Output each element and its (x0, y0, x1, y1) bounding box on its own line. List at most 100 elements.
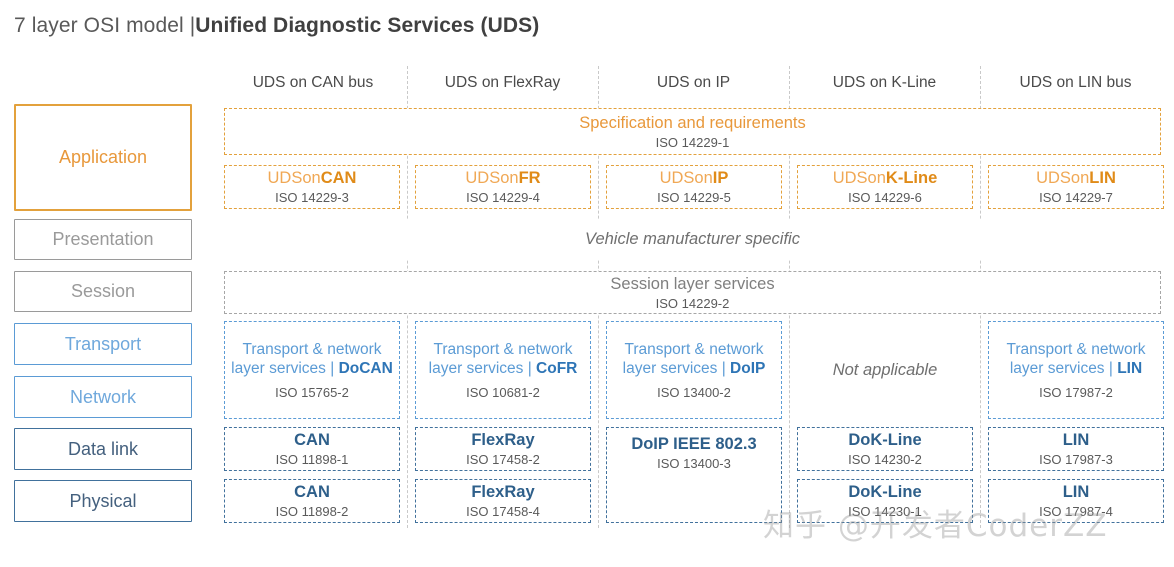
osi-layer-network-label: Network (69, 386, 136, 407)
osi-layer-application-label: Application (58, 147, 148, 167)
osi-layer-application[interactable]: Application (14, 104, 192, 211)
osi-layer-datalink-label: Data link (67, 438, 139, 459)
transport-cofr-iso: ISO 10681-2 (466, 384, 540, 400)
column-header-kline: UDS on K-Line (832, 74, 937, 91)
cell-udson-fr[interactable]: UDSonFR ISO 14229-4 (415, 165, 591, 209)
udson-can-iso: ISO 14229-3 (275, 190, 349, 205)
transport-lin-prefix: Transport & network layer services | (1006, 340, 1146, 377)
cell-datalink-can[interactable]: CAN ISO 11898-1 (224, 427, 400, 471)
osi-layer-network[interactable]: Network (14, 376, 192, 418)
udson-kline-prefix: UDSon (832, 169, 886, 187)
physical-can-iso: ISO 11898-2 (275, 504, 349, 519)
datalink-lin-name: LIN (1062, 431, 1090, 449)
transport-doip-prefix: Transport & network layer services | (622, 340, 764, 377)
osi-layer-physical[interactable]: Physical (14, 480, 192, 522)
specification-and-requirements-cell[interactable]: Specification and requirements ISO 14229… (224, 108, 1161, 155)
cell-datalink-flexray[interactable]: FlexRay ISO 17458-2 (415, 427, 591, 471)
cell-transport-lin[interactable]: Transport & network layer services | LIN… (988, 321, 1164, 419)
session-layer-services-cell[interactable]: Session layer services ISO 14229-2 (224, 271, 1161, 314)
transport-lin-suffix: LIN (1117, 359, 1143, 377)
transport-cofr-prefix: Transport & network layer services | (428, 340, 573, 377)
transport-docan-title: Transport & network layer services | DoC… (225, 340, 399, 378)
transport-docan-suffix: DoCAN (338, 359, 393, 377)
cell-datalink-physical-doip[interactable]: DoIP IEEE 802.3 ISO 13400-3 (606, 427, 782, 523)
cell-transport-not-applicable: Not applicable (797, 321, 973, 419)
cell-physical-lin[interactable]: LIN ISO 17987-4 (988, 479, 1164, 523)
specification-iso: ISO 14229-1 (655, 134, 730, 150)
cell-udson-lin[interactable]: UDSonLIN ISO 14229-7 (988, 165, 1164, 209)
udson-can-title: UDSonCAN (268, 168, 357, 188)
doip-ieee-name: DoIP IEEE 802.3 (631, 435, 757, 453)
cell-datalink-dokline[interactable]: DoK-Line ISO 14230-2 (797, 427, 973, 471)
physical-dokline-iso: ISO 14230-1 (848, 504, 922, 519)
osi-layer-presentation-label: Presentation (52, 229, 154, 249)
column-header-can: UDS on CAN bus (252, 74, 374, 91)
not-applicable-text: Not applicable (832, 360, 938, 379)
datalink-can-name: CAN (294, 431, 330, 449)
cell-physical-dokline[interactable]: DoK-Line ISO 14230-1 (797, 479, 973, 523)
cell-physical-can[interactable]: CAN ISO 11898-2 (224, 479, 400, 523)
page-title: 7 layer OSI model |Unified Diagnostic Se… (14, 14, 539, 38)
udson-can-prefix: UDSon (267, 169, 321, 187)
session-layer-services-iso: ISO 14229-2 (655, 295, 730, 311)
udson-kline-title: UDSonK-Line (833, 168, 938, 188)
cell-transport-doip[interactable]: Transport & network layer services | DoI… (606, 321, 782, 419)
physical-can-name: CAN (294, 483, 330, 501)
datalink-dokline-iso: ISO 14230-2 (848, 452, 922, 467)
cell-udson-ip[interactable]: UDSonIP ISO 14229-5 (606, 165, 782, 209)
transport-doip-suffix: DoIP (730, 359, 766, 377)
vehicle-manufacturer-specific-text: Vehicle manufacturer specific (585, 230, 800, 248)
transport-lin-title: Transport & network layer services | LIN (989, 340, 1163, 378)
udson-fr-title: UDSonFR (465, 168, 540, 188)
cell-udson-kline[interactable]: UDSonK-Line ISO 14229-6 (797, 165, 973, 209)
cell-physical-flexray[interactable]: FlexRay ISO 17458-4 (415, 479, 591, 523)
transport-cofr-suffix: CoFR (536, 359, 578, 377)
session-layer-services-title: Session layer services (610, 274, 775, 293)
osi-layer-session-label: Session (70, 281, 136, 301)
doip-ieee-iso: ISO 13400-3 (657, 456, 731, 471)
transport-doip-iso: ISO 13400-2 (657, 384, 731, 400)
physical-flexray-iso: ISO 17458-4 (466, 504, 540, 519)
osi-layer-physical-label: Physical (69, 490, 137, 511)
udson-fr-suffix: FR (518, 169, 541, 187)
transport-docan-prefix: Transport & network layer services | (231, 340, 382, 377)
physical-lin-iso: ISO 17987-4 (1039, 504, 1113, 519)
transport-cofr-title: Transport & network layer services | CoF… (416, 340, 590, 378)
osi-layer-transport-label: Transport (64, 333, 142, 354)
udson-ip-suffix: IP (712, 169, 729, 187)
column-header-flexray: UDS on FlexRay (444, 74, 561, 91)
udson-kline-suffix: K-Line (885, 169, 938, 187)
transport-lin-iso: ISO 17987-2 (1039, 384, 1113, 400)
cell-udson-can[interactable]: UDSonCAN ISO 14229-3 (224, 165, 400, 209)
udson-lin-suffix: LIN (1089, 169, 1116, 187)
datalink-can-iso: ISO 11898-1 (275, 452, 349, 467)
page-title-plain: 7 layer OSI model | (14, 14, 196, 37)
datalink-lin-iso: ISO 17987-3 (1039, 452, 1113, 467)
column-header-lin: UDS on LIN bus (1019, 74, 1132, 91)
udson-can-suffix: CAN (320, 169, 357, 187)
udson-lin-iso: ISO 14229-7 (1039, 190, 1113, 205)
specification-title: Specification and requirements (579, 113, 806, 132)
udson-ip-prefix: UDSon (659, 169, 713, 187)
transport-docan-iso: ISO 15765-2 (275, 384, 349, 400)
column-header-ip: UDS on IP (656, 74, 731, 91)
osi-layer-datalink[interactable]: Data link (14, 428, 192, 470)
udson-kline-iso: ISO 14229-6 (848, 190, 922, 205)
datalink-flexray-iso: ISO 17458-2 (466, 452, 540, 467)
datalink-dokline-name: DoK-Line (848, 431, 922, 449)
osi-layer-transport[interactable]: Transport (14, 323, 192, 365)
cell-transport-cofr[interactable]: Transport & network layer services | CoF… (415, 321, 591, 419)
osi-layer-session[interactable]: Session (14, 271, 192, 312)
page-title-bold: Unified Diagnostic Services (UDS) (195, 14, 540, 37)
udson-ip-iso: ISO 14229-5 (657, 190, 731, 205)
cell-transport-docan[interactable]: Transport & network layer services | DoC… (224, 321, 400, 419)
cell-datalink-lin[interactable]: LIN ISO 17987-3 (988, 427, 1164, 471)
udson-ip-title: UDSonIP (660, 168, 729, 188)
udson-fr-iso: ISO 14229-4 (466, 190, 540, 205)
osi-layer-presentation[interactable]: Presentation (14, 219, 192, 260)
physical-dokline-name: DoK-Line (848, 483, 922, 501)
vehicle-manufacturer-specific-cell: Vehicle manufacturer specific (224, 219, 1161, 260)
physical-lin-name: LIN (1062, 483, 1090, 501)
physical-flexray-name: FlexRay (471, 483, 535, 501)
